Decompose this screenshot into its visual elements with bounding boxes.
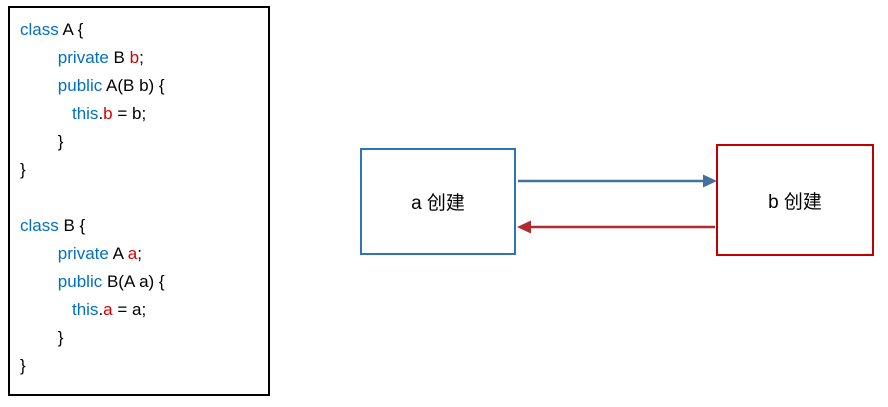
code-segment: A { [58,20,84,39]
code-segment: class [20,20,59,39]
code-segment [20,244,58,263]
code-segment: A [108,244,128,263]
code-segment [20,48,58,67]
code-line: public A(B b) { [20,72,264,100]
code-segment: this [71,300,99,319]
code-segment [20,272,58,291]
code-line [20,184,264,212]
code-segment: b [103,104,113,123]
code-segment: ; [139,48,144,67]
code-segment: . [98,104,104,123]
code-segment: ; [137,244,142,263]
code-segment: = a; [112,300,147,319]
code-line: private A a; [20,240,264,268]
arrow-b-to-a-head-icon [517,220,531,234]
code-segment: = b; [112,104,147,123]
code-segment: public [57,272,103,291]
code-segment: } [20,328,64,347]
code-line: } [20,128,264,156]
code-segment: private [57,244,109,263]
code-segment: } [20,132,64,151]
code-line: this.b = b; [20,100,264,128]
code-segment: B { [58,216,86,235]
code-line: class A { [20,16,264,44]
code-line: } [20,156,264,184]
code-line: this.a = a; [20,296,264,324]
box-a-creation: a 创建 [360,148,516,255]
code-segment: B(A a) { [102,272,165,291]
box-b-label: b 创建 [768,191,822,213]
code-segment: public [57,76,103,95]
code-panel: class A { private B b; public A(B b) { t… [8,6,270,396]
code-segment: b [129,48,140,67]
code-line: public B(A a) { [20,268,264,296]
code-segment: } [20,356,26,375]
box-b-creation: b 创建 [716,144,874,256]
code-segment: } [20,160,26,179]
code-segment [20,76,58,95]
code-segment: this [71,104,99,123]
code-line: private B b; [20,44,264,72]
code-segment: A(B b) { [102,76,165,95]
code-line: } [20,324,264,352]
code-segment: . [98,300,104,319]
code-segment: private [57,48,109,67]
code-segment: B [108,48,130,67]
code-segment: a [127,244,138,263]
code-segment [20,104,72,123]
code-segment: class [20,216,59,235]
code-line: class B { [20,212,264,240]
code-segment: a [103,300,113,319]
code-segment [20,300,72,319]
code-line: } [20,352,264,380]
box-a-label: a 创建 [411,193,465,214]
arrow-a-to-b-head-icon [703,174,717,188]
